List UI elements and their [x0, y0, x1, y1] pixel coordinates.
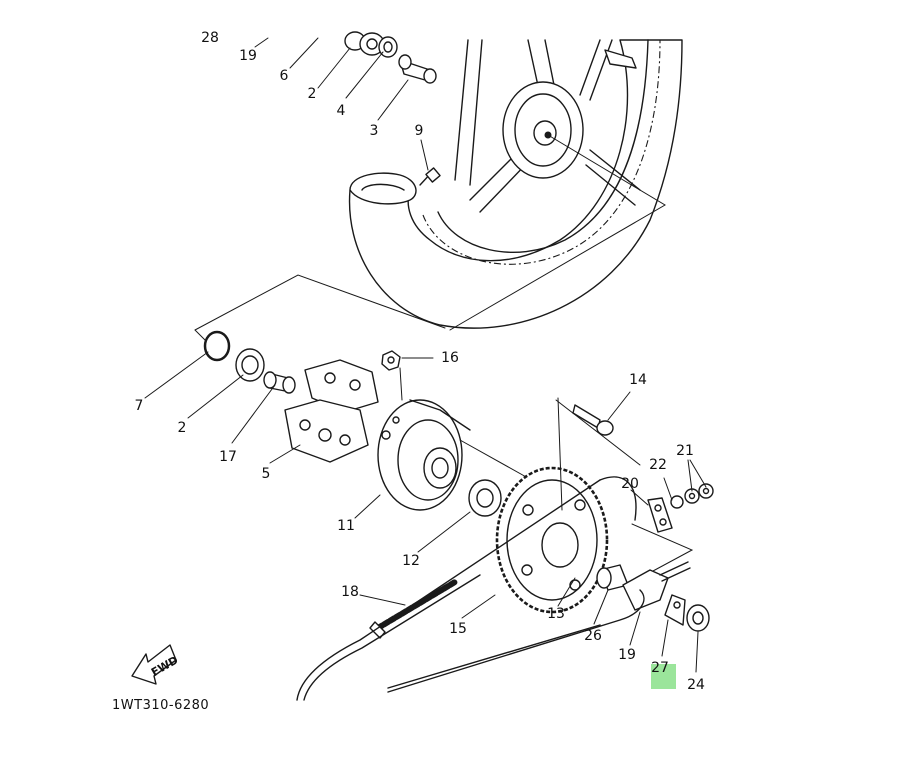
damper-5-upper [304, 359, 379, 413]
fwd-arrow-icon: FWD [131, 644, 180, 685]
axle-line [459, 439, 529, 479]
bracket-27 [664, 594, 686, 626]
sprocket-15 [495, 466, 609, 614]
nut-16 [381, 350, 401, 371]
part-label-21: 21 [676, 443, 694, 459]
part-label-9: 9 [415, 123, 424, 139]
plate-20 [647, 497, 673, 533]
part-label-20: 20 [621, 476, 639, 492]
bolt-14 [572, 404, 614, 436]
part-label-27: 27 [651, 660, 669, 676]
part-label-6: 6 [280, 68, 289, 84]
part-label-18: 18 [341, 584, 359, 600]
highlight-marker [651, 664, 676, 689]
part-label-16: 16 [441, 350, 459, 366]
part-label-22: 22 [649, 457, 667, 473]
damper-5-lower [284, 399, 369, 463]
bearing-12 [468, 479, 502, 517]
top-hub-parts [344, 31, 437, 84]
leader-lines [144, 37, 707, 673]
bolt-axis-line [557, 397, 563, 511]
part-label-3: 3 [370, 123, 379, 139]
part-label-4: 4 [337, 103, 346, 119]
part-label-11: 11 [337, 518, 355, 534]
chain-18 [369, 579, 458, 639]
part-label-19a: 19 [239, 48, 257, 64]
assembly-bracket-line [194, 274, 446, 331]
collar-26 [596, 564, 629, 591]
circlip-7 [203, 330, 231, 362]
puller-19 [622, 561, 691, 611]
part-label-2b: 2 [178, 420, 187, 436]
part-label-5: 5 [262, 466, 271, 482]
chain-line-upper [296, 479, 601, 701]
puller-bracket-line [631, 523, 694, 579]
drawing-code: 1WT310-6280 [112, 698, 209, 713]
nut-24 [686, 604, 710, 632]
part-label-24: 24 [687, 677, 705, 693]
collar-17 [263, 371, 296, 394]
part-label-7: 7 [135, 398, 144, 414]
part-label-13: 13 [547, 606, 565, 622]
clutch-hub-11 [377, 399, 471, 511]
part-label-2a: 2 [308, 86, 317, 102]
part-label-12: 12 [402, 553, 420, 569]
nuts-21-22 [670, 483, 714, 509]
part-label-14: 14 [629, 372, 647, 388]
part-label-15: 15 [449, 621, 467, 637]
rear-wheel [348, 39, 683, 331]
part-label-26: 26 [584, 628, 602, 644]
part-label-28: 28 [201, 30, 219, 46]
part-label-17: 17 [219, 449, 237, 465]
part-label-19b: 19 [618, 647, 636, 663]
bearing-2 [235, 348, 265, 382]
